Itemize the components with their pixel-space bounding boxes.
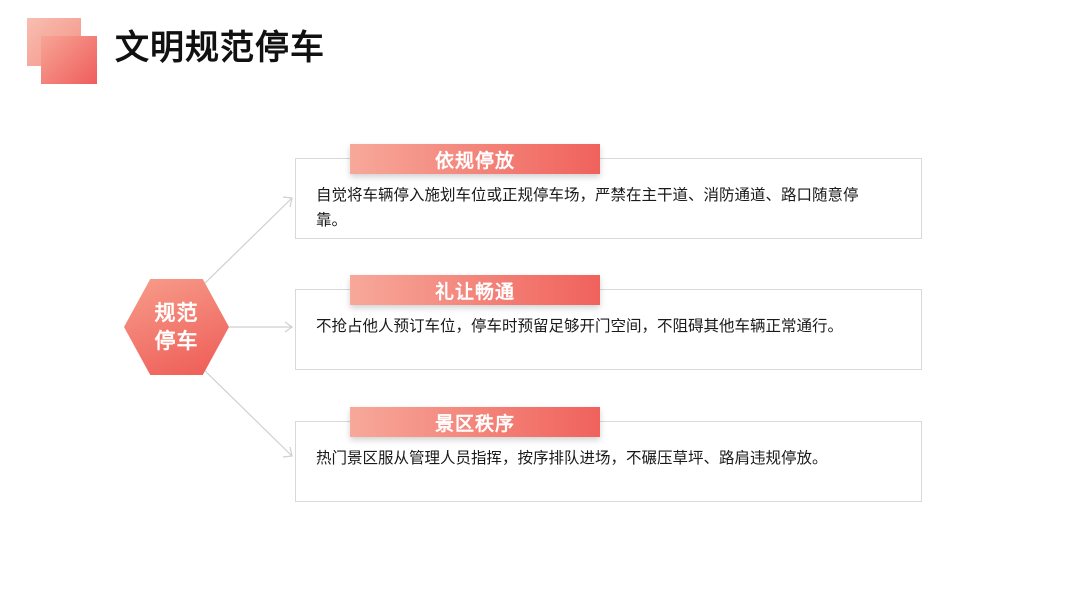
rule-card-1-text: 自觉将车辆停入施划车位或正规停车场，严禁在主干道、消防通道、路口随意停靠。 — [316, 186, 859, 229]
rule-card-2-text: 不抢占他人预订车位，停车时预留足够开门空间，不阻碍其他车辆正常通行。 — [316, 317, 844, 335]
connector-line-1 — [199, 197, 293, 289]
rule-tag-1: 依规停放 — [350, 144, 600, 174]
rule-tag-2: 礼让畅通 — [350, 275, 600, 305]
center-hexagon-label: 规范停车 — [154, 300, 199, 353]
logo-square-front — [41, 36, 97, 84]
connector-arrow-2 — [284, 321, 294, 333]
page-title: 文明规范停车 — [115, 28, 325, 68]
rule-card-3-text: 热门景区服从管理人员指挥，按序排队进场，不碾压草坪、路肩违规停放。 — [316, 449, 828, 467]
connector-line-3 — [199, 365, 293, 457]
connector-arrow-3 — [282, 446, 293, 458]
rule-card-2: 不抢占他人预订车位，停车时预留足够开门空间，不阻碍其他车辆正常通行。 — [295, 289, 922, 370]
center-hexagon: 规范停车 — [124, 279, 229, 375]
rule-tag-3: 景区秩序 — [350, 407, 600, 437]
title-logo-decoration — [27, 18, 99, 86]
connector-arrow-1 — [282, 196, 293, 208]
